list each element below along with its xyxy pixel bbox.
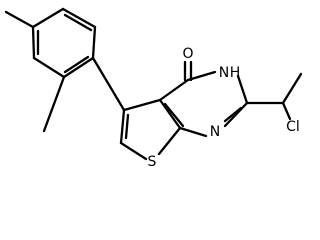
chlorine-bond [281,101,292,121]
amide-n-label: N [219,65,229,81]
oxygen-label: O [182,46,193,62]
amide-h-label: H [230,65,241,81]
chlorine-label: Cl [286,119,300,135]
molecule-structure-diagram: O N H N S Cl [4,7,303,170]
methyl-bond-ortho [42,75,66,133]
sulfur-label: S [148,154,157,170]
pyrimidinone-ring [158,70,249,138]
ring-n-label: N [210,124,220,140]
methyl-bond-side [281,72,303,105]
aryl-thiophene-bond [91,56,126,112]
thiophene-ring [119,98,182,161]
dimethylphenyl-ring [31,7,97,79]
methyl-bond-para [4,10,35,29]
